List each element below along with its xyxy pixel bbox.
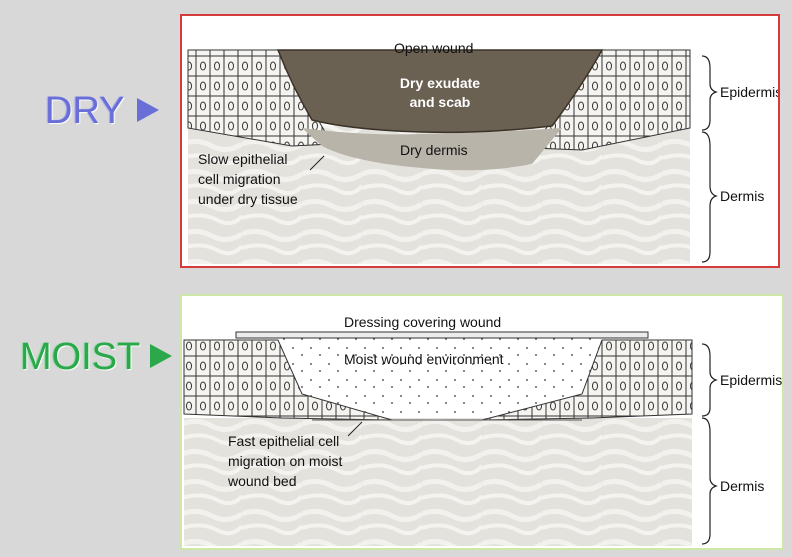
dry-migration-line3: under dry tissue [198, 191, 298, 207]
dry-migration-line1: Slow epithelial [198, 151, 288, 167]
moist-epidermis-label: Epidermis [720, 372, 782, 388]
dry-label: DRY [45, 90, 125, 132]
dry-wound-diagram: Open wound Dry exudate and scab Dry derm… [180, 14, 780, 268]
dry-dermis-zone [302, 128, 562, 171]
dry-arrow-icon [137, 98, 159, 122]
moist-wound-diagram: Dressing covering wound Moist wound envi… [180, 294, 784, 550]
moist-environment-zone [278, 338, 602, 416]
dry-dermis-label: Dry dermis [400, 142, 468, 158]
dressing-shape [235, 331, 649, 339]
dry-epidermis-bracket [701, 55, 718, 131]
moist-migration-pointer [347, 421, 363, 437]
moist-dermis-bracket [701, 417, 718, 545]
scab-label-line2: and scab [410, 94, 471, 110]
moist-dermis-layer [184, 418, 692, 546]
dressing-label: Dressing covering wound [344, 314, 501, 330]
dry-epidermis-right [531, 49, 691, 151]
moist-dermis-side-label: Dermis [720, 478, 764, 494]
dry-wound-illustration: Open wound Dry exudate and scab Dry derm… [187, 40, 778, 264]
dry-epidermis-label: Epidermis [720, 84, 778, 100]
moist-migration-line3: wound bed [227, 473, 297, 489]
moist-arrow-icon [150, 344, 172, 368]
scab-label-line1: Dry exudate [400, 75, 480, 91]
moist-wound-illustration: Dressing covering wound Moist wound envi… [183, 314, 782, 546]
dry-dermis-side-label: Dermis [720, 188, 764, 204]
scab-shape [276, 49, 604, 134]
moist-migration-line2: migration on moist [228, 453, 342, 469]
dry-migration-line2: cell migration [198, 171, 280, 187]
dry-epidermis-left [187, 49, 333, 147]
open-wound-label: Open wound [394, 40, 473, 56]
dry-dermis-bracket [701, 131, 718, 263]
moist-epidermis-bracket [701, 343, 718, 417]
moist-label: MOIST [20, 336, 141, 378]
dry-migration-pointer [309, 155, 325, 171]
moist-migration-line1: Fast epithelial cell [228, 433, 339, 449]
moist-environment-label: Moist wound environment [344, 351, 504, 367]
